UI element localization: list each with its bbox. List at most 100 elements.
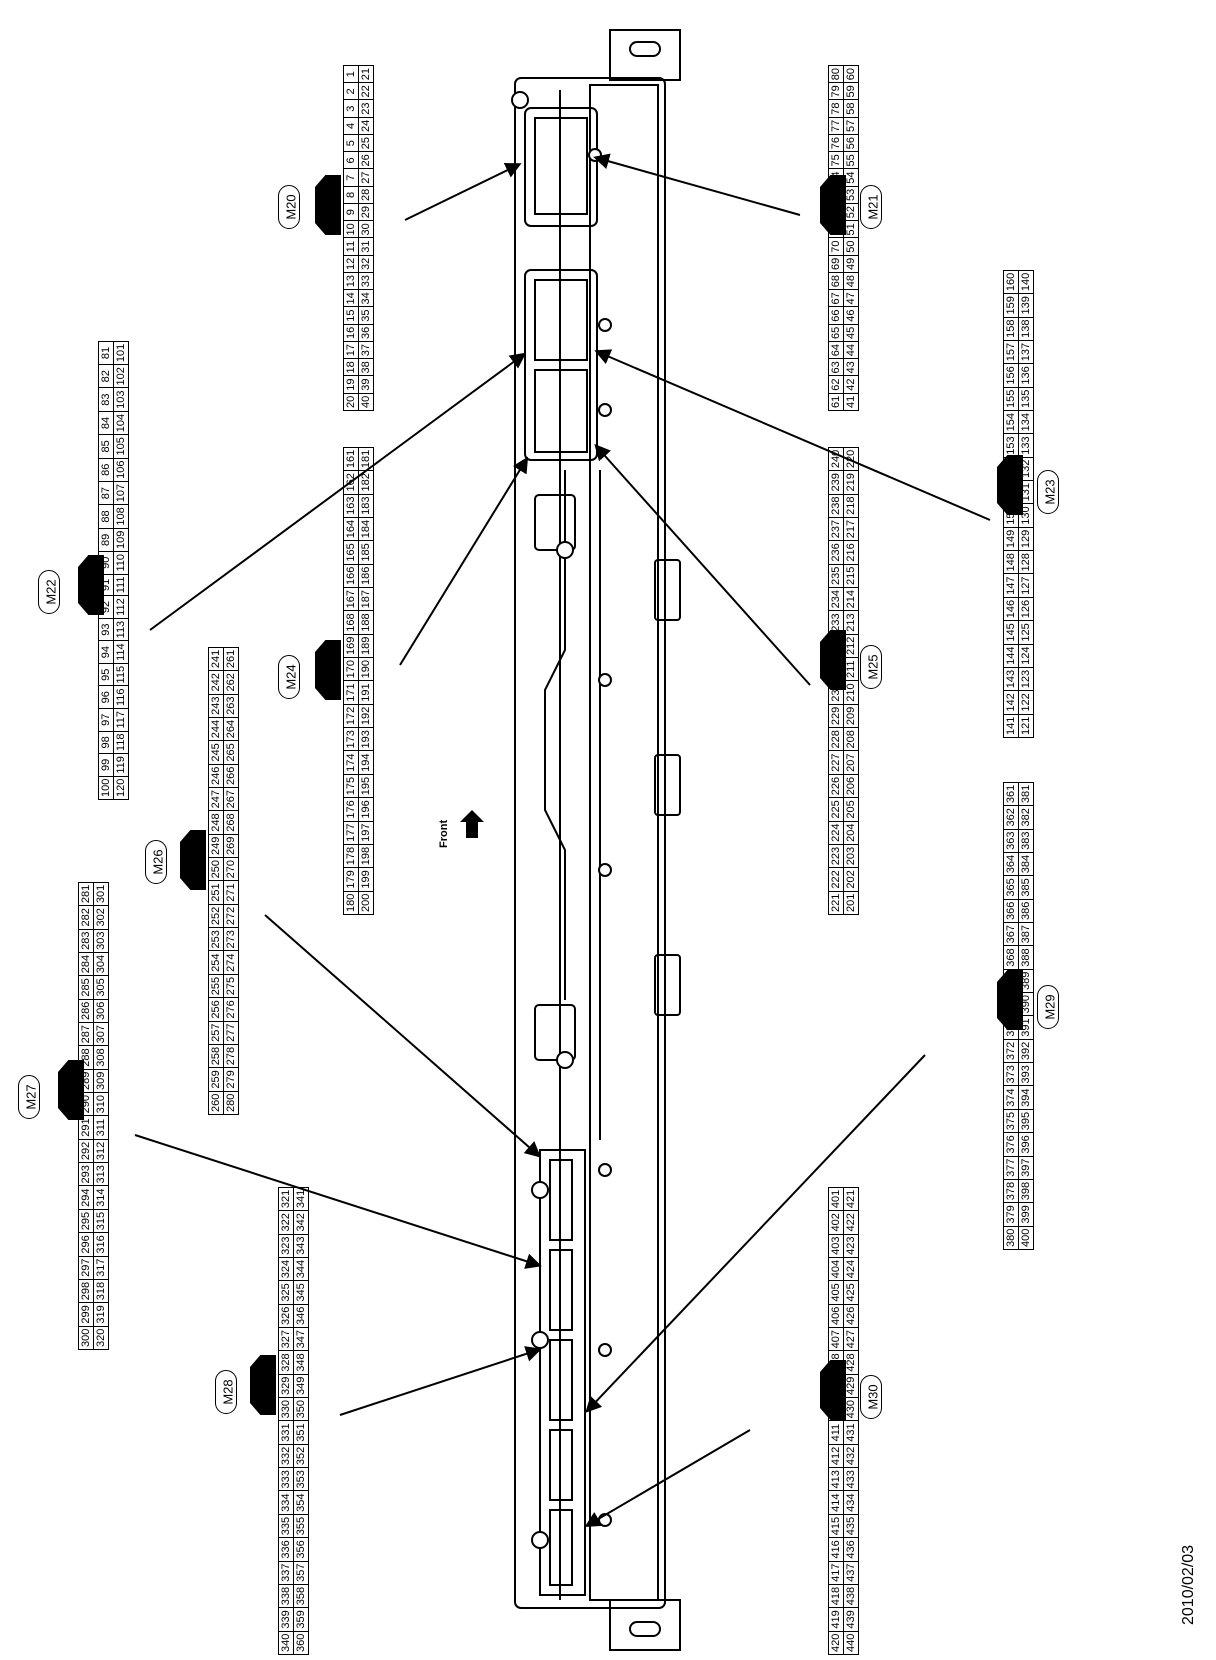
pin-cell: 159 [1003, 293, 1019, 318]
pin-cell: 222 [828, 867, 844, 892]
screw [598, 673, 612, 687]
pin-cell: 28 [358, 186, 374, 204]
pin-cell: 83 [98, 387, 114, 412]
pin-cell: 160 [1003, 270, 1019, 294]
pin-cell: 348 [293, 1350, 309, 1375]
screw [598, 863, 612, 877]
pin-cell: 78 [828, 100, 844, 118]
pin-cell: 189 [358, 634, 374, 658]
pin-cell: 24 [358, 117, 374, 135]
pin-cell: 335 [278, 1514, 294, 1538]
pin-cell: 93 [98, 618, 114, 641]
pin-cell: 300 [78, 1326, 94, 1350]
pin-cell: 166 [343, 564, 359, 588]
pin-cell: 356 [293, 1537, 309, 1562]
pin-cell: 148 [1003, 550, 1019, 574]
connector-label-m28: M28 [215, 1370, 237, 1414]
pin-cell: 218 [843, 494, 859, 518]
pin-cell: 308 [93, 1045, 109, 1070]
pin-cell: 399 [1018, 1202, 1034, 1227]
pin-cell: 384 [1018, 852, 1034, 876]
pin-cell: 397 [1018, 1156, 1034, 1180]
pin-cell: 302 [93, 905, 109, 930]
pin-cell: 433 [843, 1467, 859, 1491]
pin-cell: 64 [828, 341, 844, 359]
pin-cell: 198 [358, 844, 374, 868]
connector-flag-m24 [315, 640, 341, 700]
pin-cell: 99 [98, 753, 114, 777]
pin-cell: 11 [343, 238, 359, 256]
pin-cell: 63 [828, 358, 844, 376]
pin-cell: 386 [1018, 899, 1034, 923]
pin-cell: 217 [843, 517, 859, 541]
pin-cell: 319 [93, 1302, 109, 1327]
arrow-m29 [585, 1054, 926, 1413]
pin-cell: 426 [843, 1304, 859, 1328]
arrow-m21 [593, 153, 801, 216]
pin-cell: 77 [828, 117, 844, 135]
pin-cell: 301 [93, 882, 109, 906]
pin-cell: 125 [1018, 620, 1034, 645]
pin-cell: 420 [828, 1631, 844, 1655]
pin-cell: 165 [343, 540, 359, 565]
pin-cell: 114 [113, 640, 129, 664]
pin-cell: 432 [843, 1444, 859, 1468]
pin-cell: 278 [223, 1044, 239, 1068]
pin-cell: 85 [98, 434, 114, 459]
screw [531, 1331, 549, 1349]
pin-cell: 96 [98, 685, 114, 709]
connector-label-m23: M23 [1037, 470, 1059, 514]
pin-cell: 418 [828, 1584, 844, 1608]
pin-cell: 186 [358, 564, 374, 588]
pin-cell: 412 [828, 1444, 844, 1468]
connector-flag-m29 [997, 970, 1023, 1030]
bottom-bracket [609, 1599, 681, 1651]
pin-cell: 1 [343, 65, 359, 83]
pin-cell: 193 [358, 727, 374, 751]
pin-cell: 171 [343, 680, 359, 705]
pin-cell: 12 [343, 255, 359, 273]
pin-cell: 45 [843, 324, 859, 342]
pin-cell: 80 [828, 65, 844, 83]
pin-cell: 332 [278, 1444, 294, 1468]
pin-cell: 338 [278, 1584, 294, 1608]
pin-cell: 438 [843, 1584, 859, 1608]
pin-cell: 257 [208, 1021, 224, 1045]
pin-cell: 309 [93, 1069, 109, 1093]
pin-cell: 136 [1018, 363, 1034, 388]
pin-cell: 66 [828, 307, 844, 325]
pin-cell: 214 [843, 587, 859, 611]
pin-cell: 248 [208, 810, 224, 835]
connector-flag-m20 [315, 175, 341, 235]
pin-cell: 407 [828, 1327, 844, 1351]
pin-cell: 417 [828, 1561, 844, 1585]
pin-cell: 140 [1018, 270, 1034, 294]
pin-cell: 138 [1018, 317, 1034, 341]
screw [598, 1343, 612, 1357]
pin-cell: 110 [113, 551, 129, 575]
connector-flag-m26 [180, 830, 206, 890]
pin-cell: 327 [278, 1327, 294, 1351]
pin-cell: 305 [93, 975, 109, 1000]
pin-cell: 146 [1003, 597, 1019, 621]
pin-cell: 322 [278, 1210, 294, 1235]
pin-cell: 50 [843, 238, 859, 256]
pin-cell: 225 [828, 797, 844, 822]
pin-cell: 135 [1018, 387, 1034, 411]
pin-cell: 14 [343, 289, 359, 307]
pin-cell: 355 [293, 1514, 309, 1538]
arrow-m23 [594, 349, 991, 521]
pin-cell: 344 [293, 1257, 309, 1281]
pin-cell: 247 [208, 787, 224, 811]
pin-cell: 182 [358, 470, 374, 495]
connector-label-m27: M27 [18, 1075, 40, 1119]
pin-cell: 435 [843, 1514, 859, 1538]
pin-cell: 318 [93, 1279, 109, 1303]
pin-cell: 439 [843, 1607, 859, 1632]
screw [598, 318, 612, 332]
pin-cell: 311 [93, 1115, 109, 1140]
pin-cell: 236 [828, 540, 844, 565]
